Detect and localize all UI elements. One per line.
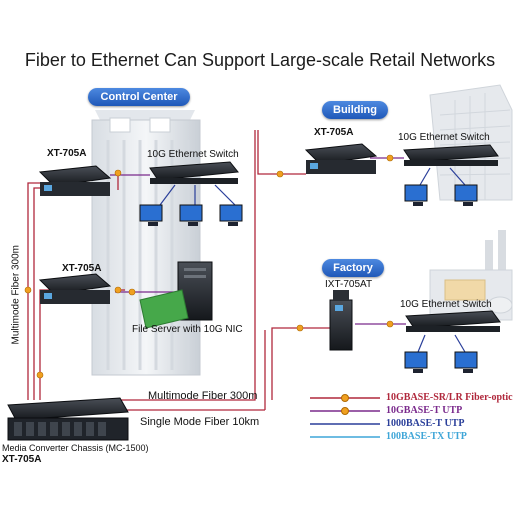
switch-building-label: 10G Ethernet Switch [398, 132, 490, 143]
legend-swatches [310, 394, 380, 438]
file-server-label: File Server with 10G NIC [132, 324, 243, 335]
connector-dots [24, 154, 394, 379]
workstations-building [404, 184, 478, 206]
xt705a-control-mid [38, 273, 112, 304]
media-converter-chassis [7, 397, 129, 441]
single-mode-label: Single Mode Fiber 10km [140, 416, 260, 428]
xt705a-control-top [38, 165, 112, 196]
multimode-vertical-label: Multimode Fiber 300m [10, 245, 22, 345]
factory-badge: Factory [322, 259, 384, 277]
workstations-factory [404, 351, 478, 373]
xt705a-top-label: XT-705A [47, 148, 87, 159]
legend-100-utp: 100BASE-TX UTP [386, 431, 467, 442]
building-badge: Building [322, 101, 388, 119]
switch-control-center [149, 161, 239, 184]
diagram-title: Fiber to Ethernet Can Support Large-scal… [24, 50, 496, 70]
workstations-control [139, 204, 243, 226]
legend-fiber: 10GBASE-SR/LR Fiber-optic [386, 392, 513, 403]
switch-building [403, 144, 499, 166]
ixt705at-label: IXT-705AT [325, 279, 373, 290]
multimode-bottom-label: Multimode Fiber 300m [148, 390, 258, 402]
xt705a-mid-label: XT-705A [62, 263, 102, 274]
legend-1g-utp: 1000BASE-T UTP [386, 418, 465, 429]
xt705a-chassis-label: XT-705A [2, 454, 42, 465]
control-center-badge: Control Center [88, 88, 190, 106]
chassis-label: Media Converter Chassis (MC-1500) [2, 443, 149, 453]
switch-factory-label: 10G Ethernet Switch [400, 299, 492, 310]
file-server [139, 261, 213, 329]
utp-1g-links [159, 167, 466, 353]
ixt705at-converter [329, 290, 353, 351]
switch-factory [405, 310, 501, 332]
xt705a-building [304, 143, 378, 174]
xt705a-building-label: XT-705A [314, 127, 354, 138]
switch-cc-label: 10G Ethernet Switch [147, 149, 239, 160]
legend-10g-utp: 10GBASE-T UTP [386, 405, 463, 416]
factory-building [429, 230, 513, 321]
control-center-building [91, 110, 201, 376]
